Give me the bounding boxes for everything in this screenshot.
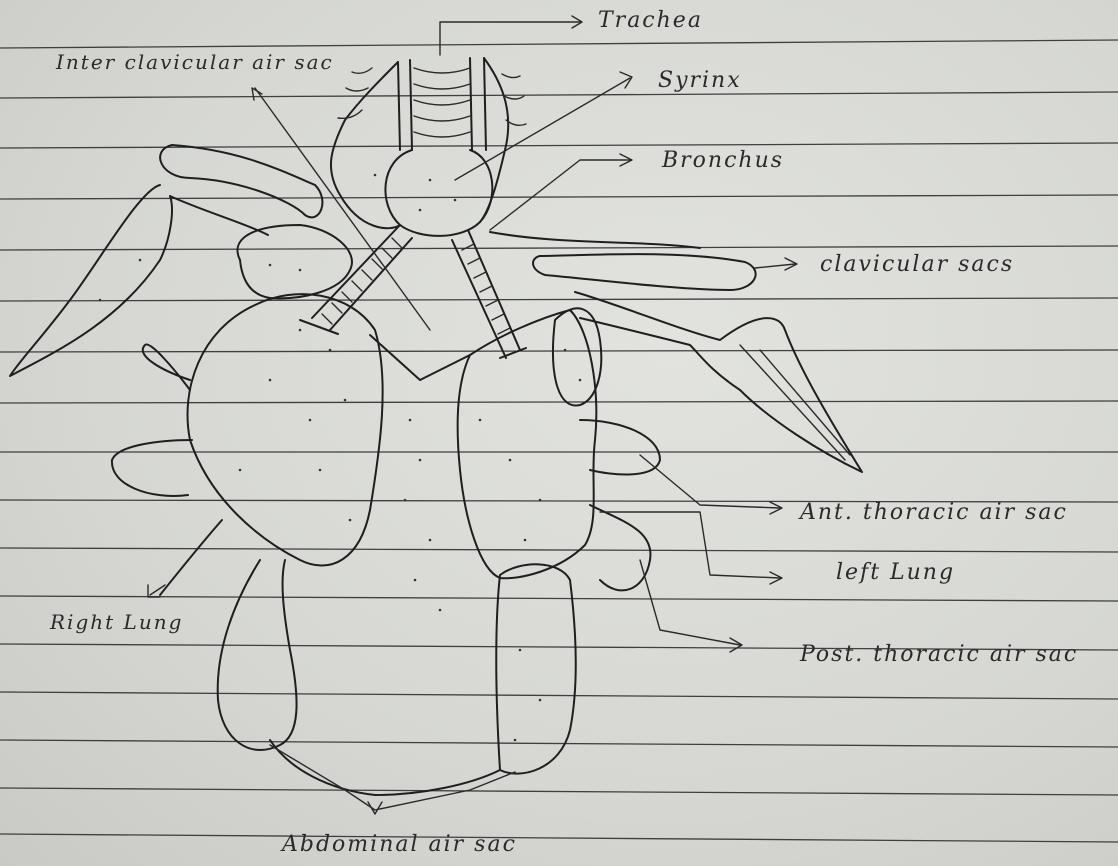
bronchi xyxy=(300,225,526,358)
label-trachea: Trachea xyxy=(598,8,703,33)
label-clavicular-sacs: clavicular sacs xyxy=(820,252,1014,277)
label-left-lung: left Lung xyxy=(836,560,955,585)
label-bronchus: Bronchus xyxy=(662,148,784,173)
abdominal-air-sacs xyxy=(218,560,576,795)
label-ant-thoracic-air-sac: Ant. thoracic air sac xyxy=(800,500,1068,525)
clavicular-sacs-right xyxy=(490,232,862,472)
stipple-shading xyxy=(99,174,582,742)
median-septum xyxy=(370,335,470,380)
label-right-lung: Right Lung xyxy=(50,610,183,634)
right-lung xyxy=(112,294,383,595)
label-syrinx: Syrinx xyxy=(658,68,742,93)
label-interclavicular-air-sac: Inter clavicular air sac xyxy=(56,50,334,74)
syrinx xyxy=(385,150,492,236)
clavicular-sacs-left xyxy=(10,145,352,376)
label-abdominal-air-sac: Abdominal air sac xyxy=(282,832,517,857)
label-post-thoracic-air-sac: Post. thoracic air sac xyxy=(800,642,1078,667)
left-lung xyxy=(458,308,660,590)
interclavicular-air-sac xyxy=(331,58,526,228)
trachea xyxy=(398,58,486,150)
